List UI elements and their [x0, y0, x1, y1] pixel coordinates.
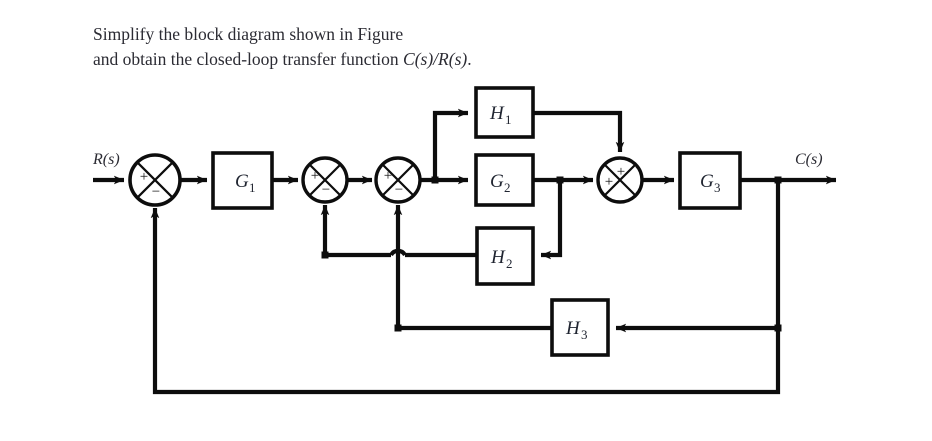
block-h2-label: H — [490, 247, 506, 268]
wire-h2-to-sum2 — [325, 205, 477, 258]
sum3-sign-bottom: − — [395, 182, 403, 198]
sum1-sign-bottom: − — [152, 184, 160, 200]
block-g1[interactable]: G 1 — [211, 151, 274, 210]
problem-line-2-text: and obtain the closed-loop transfer func… — [93, 49, 404, 69]
summing-junction-3[interactable]: + − — [374, 156, 422, 204]
problem-line-2-period: . — [467, 49, 472, 69]
summing-junction-4[interactable]: + + — [596, 156, 644, 204]
sum4-sign-top: + — [617, 164, 625, 180]
summing-junction-2[interactable]: + − — [301, 156, 349, 204]
branch-point-output — [774, 176, 782, 184]
summing-junction-group: + − + − + − + + — [128, 153, 644, 207]
block-g1-label: G — [235, 171, 249, 192]
sum4-sign-left: + — [605, 174, 613, 190]
block-h1-subscript: 1 — [505, 112, 512, 127]
output-signal-label: C(s) — [795, 151, 823, 168]
summing-junction-1[interactable]: + − — [128, 153, 182, 207]
problem-line-1: Simplify the block diagram shown in Figu… — [93, 24, 404, 44]
input-signal-label: R(s) — [92, 151, 120, 168]
block-h1[interactable]: H 1 — [474, 86, 535, 139]
sum1-sign-left: + — [140, 169, 148, 185]
block-g3-subscript: 3 — [714, 180, 721, 195]
branch-point-h3-output — [394, 324, 402, 332]
problem-statement: Simplify the block diagram shown in Figu… — [93, 22, 653, 72]
branch-point-group — [321, 176, 782, 332]
problem-line-2: and obtain the closed-loop transfer func… — [93, 47, 653, 72]
block-g3[interactable]: G 3 — [678, 151, 742, 210]
block-g2-label: G — [490, 171, 504, 192]
block-h2[interactable]: H 2 — [475, 226, 535, 286]
block-g2-subscript: 2 — [504, 180, 511, 195]
sum3-sign-left: + — [384, 168, 392, 184]
transfer-function-expression: C(s)/R(s) — [403, 49, 468, 69]
block-g2[interactable]: G 2 — [474, 153, 535, 207]
sum2-sign-left: + — [311, 168, 319, 184]
branch-point-h2-output — [321, 251, 329, 259]
branch-point-after-g2 — [556, 176, 564, 184]
block-h2-subscript: 2 — [506, 256, 513, 271]
block-h3-label: H — [565, 318, 581, 339]
branch-point-after-sum3 — [431, 176, 439, 184]
block-h3-subscript: 3 — [581, 327, 588, 342]
block-h3[interactable]: H 3 — [550, 298, 610, 357]
sum2-sign-bottom: − — [322, 182, 330, 198]
block-g3-label: G — [700, 171, 714, 192]
block-group: G 1 H 1 G 2 H 2 H 3 — [211, 86, 742, 357]
block-g1-subscript: 1 — [249, 180, 256, 195]
wire-outer-feedback — [150, 207, 781, 395]
branch-point-feedback-corner — [774, 324, 782, 332]
block-h1-label: H — [489, 103, 505, 124]
wire-h1-to-sum4 — [533, 110, 625, 153]
wire-branch-to-h1 — [432, 108, 469, 180]
wire-g2branch-to-h2 — [540, 180, 563, 260]
